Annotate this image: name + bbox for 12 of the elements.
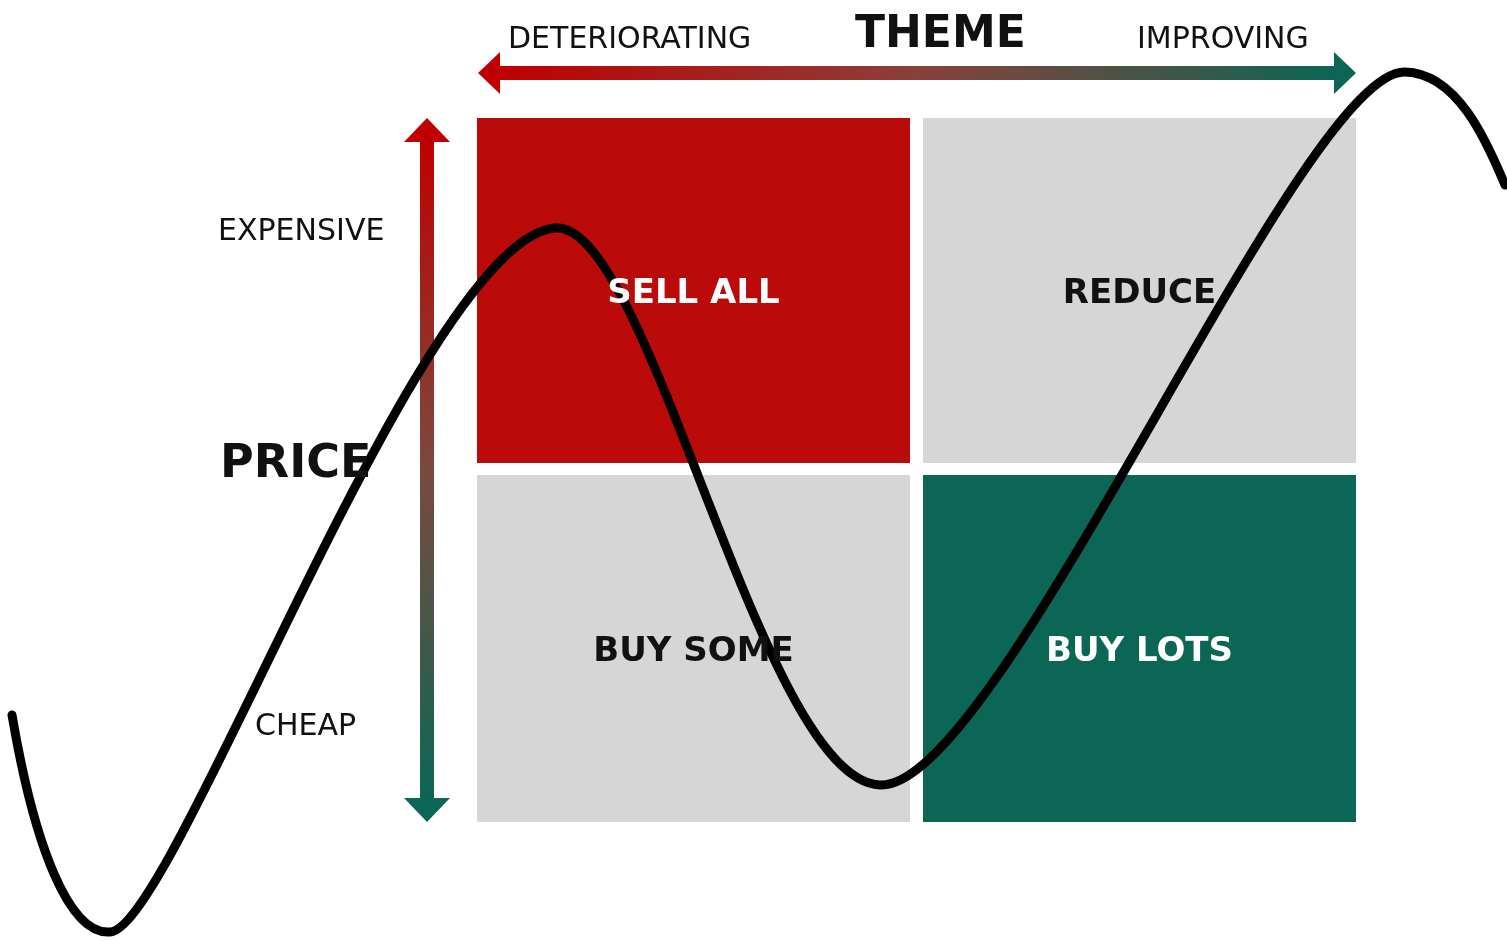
axis-end-label: DETERIORATING [508, 20, 752, 55]
axis-end-label: EXPENSIVE [218, 212, 385, 247]
axis-end-label: IMPROVING [1137, 20, 1309, 55]
quadrant-box [477, 475, 910, 822]
axis-title: PRICE [220, 434, 372, 488]
quadrant-box [923, 118, 1356, 463]
quadrant-label: REDUCE [1062, 270, 1217, 311]
quadrant-label: BUY LOTS [1046, 628, 1233, 669]
axis-title: THEME [855, 6, 1026, 57]
quadrant-box [477, 118, 910, 463]
axis-end-label: CHEAP [255, 707, 357, 742]
quadrant-box [923, 475, 1356, 822]
